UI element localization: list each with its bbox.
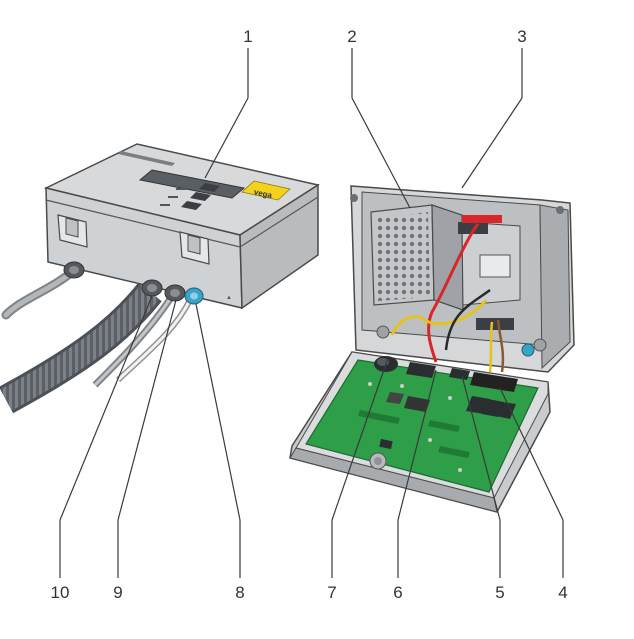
- callout-3: 3: [517, 27, 527, 46]
- blue-connector: [521, 343, 535, 357]
- power-supply-unit: [370, 204, 464, 311]
- cable-gland-left: [63, 261, 85, 279]
- housing-side: [239, 183, 319, 310]
- callout-2: 2: [347, 27, 357, 46]
- connector-8: [184, 287, 204, 305]
- logo-text: vega: [253, 187, 273, 200]
- callout-4: 4: [558, 583, 568, 602]
- callout-6: 6: [393, 583, 403, 602]
- svg-text:▲: ▲: [226, 295, 232, 301]
- callout-7: 7: [327, 583, 337, 602]
- callout-5: 5: [495, 583, 505, 602]
- cable-gland-10: [141, 279, 163, 297]
- latch-right: [179, 231, 210, 265]
- closed-housing: vega ▲: [0, 143, 320, 414]
- callout-8: 8: [235, 583, 245, 602]
- latch-left: [57, 214, 88, 248]
- vega-logo: [241, 180, 291, 201]
- callout-9: 9: [113, 583, 123, 602]
- pcb-components: [358, 356, 518, 472]
- key-2: [190, 192, 211, 201]
- key-3: [181, 201, 202, 210]
- relay-module: [458, 215, 521, 306]
- cable-gland-9: [164, 284, 186, 302]
- display-window: [138, 169, 246, 199]
- callout-1: 1: [243, 27, 253, 46]
- open-housing: [289, 185, 575, 513]
- yellow-wire: [390, 299, 488, 336]
- brown-wire: [496, 319, 505, 373]
- black-wire: [444, 288, 491, 351]
- red-wire: [427, 223, 480, 363]
- callout-10: 10: [50, 583, 70, 602]
- yellow-wire-2: [488, 321, 494, 373]
- key-1: [199, 183, 220, 192]
- leader-lines: [59, 48, 564, 578]
- base-terminal: [476, 318, 514, 330]
